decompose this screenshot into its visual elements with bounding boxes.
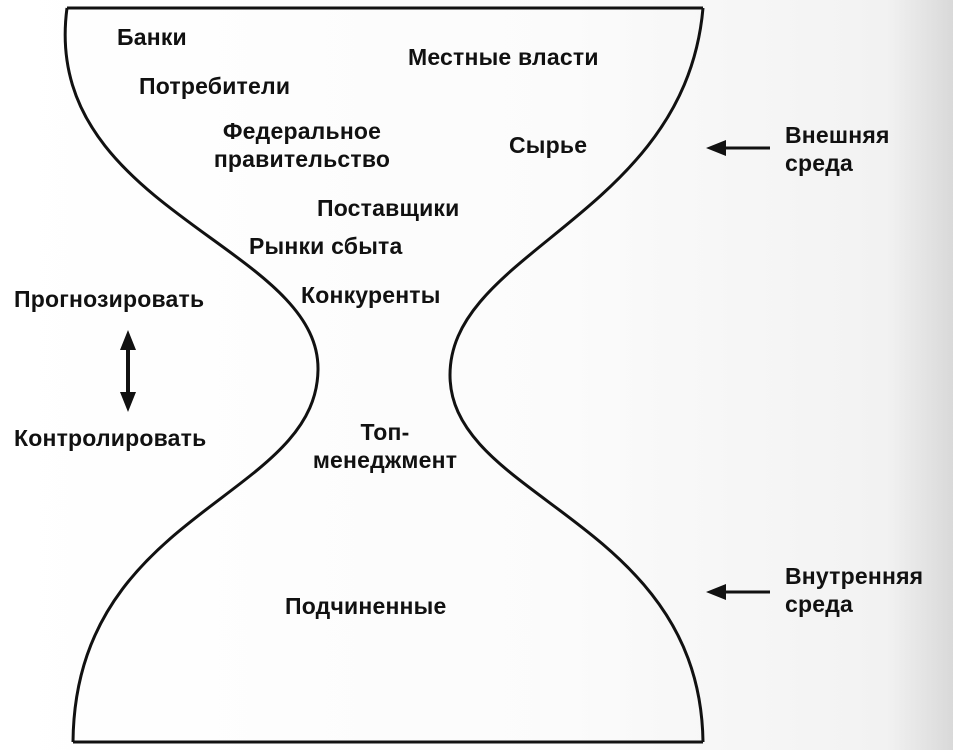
label-top-management-line2: менеджмент <box>312 447 458 473</box>
label-external-environment-line1: Внешняя <box>785 122 890 148</box>
label-federal-government-line2: правительство <box>213 146 391 172</box>
label-raw-materials: Сырье <box>509 132 588 158</box>
label-internal-environment-line1: Внутренняя <box>785 563 924 589</box>
label-forecast: Прогнозировать <box>14 286 205 312</box>
label-internal-environment-line2: среда <box>785 591 854 617</box>
label-external-environment-line2: среда <box>785 150 854 176</box>
label-banks: Банки <box>117 24 187 50</box>
label-consumers: Потребители <box>139 73 291 99</box>
label-federal-government-line1: Федеральное <box>222 118 382 144</box>
label-top-management: Топ- менеджмент <box>300 418 470 474</box>
label-local-authorities: Местные власти <box>408 44 599 70</box>
left-arrow-icon <box>706 584 770 600</box>
label-markets: Рынки сбыта <box>249 233 403 259</box>
label-control: Контролировать <box>14 425 207 451</box>
label-top-management-line1: Топ- <box>360 419 410 445</box>
hourglass-left-curve <box>63 7 320 743</box>
label-internal-environment: Внутренняя среда <box>785 562 923 618</box>
label-competitors: Конкуренты <box>301 282 441 308</box>
label-subordinates: Подчиненные <box>285 593 447 619</box>
hourglass-right-curve <box>448 7 705 743</box>
vertical-double-arrow-icon <box>120 330 136 412</box>
label-external-environment: Внешняя среда <box>785 121 890 177</box>
left-arrow-icon <box>706 140 770 156</box>
label-suppliers: Поставщики <box>317 195 460 221</box>
label-federal-government: Федеральное правительство <box>196 117 408 173</box>
